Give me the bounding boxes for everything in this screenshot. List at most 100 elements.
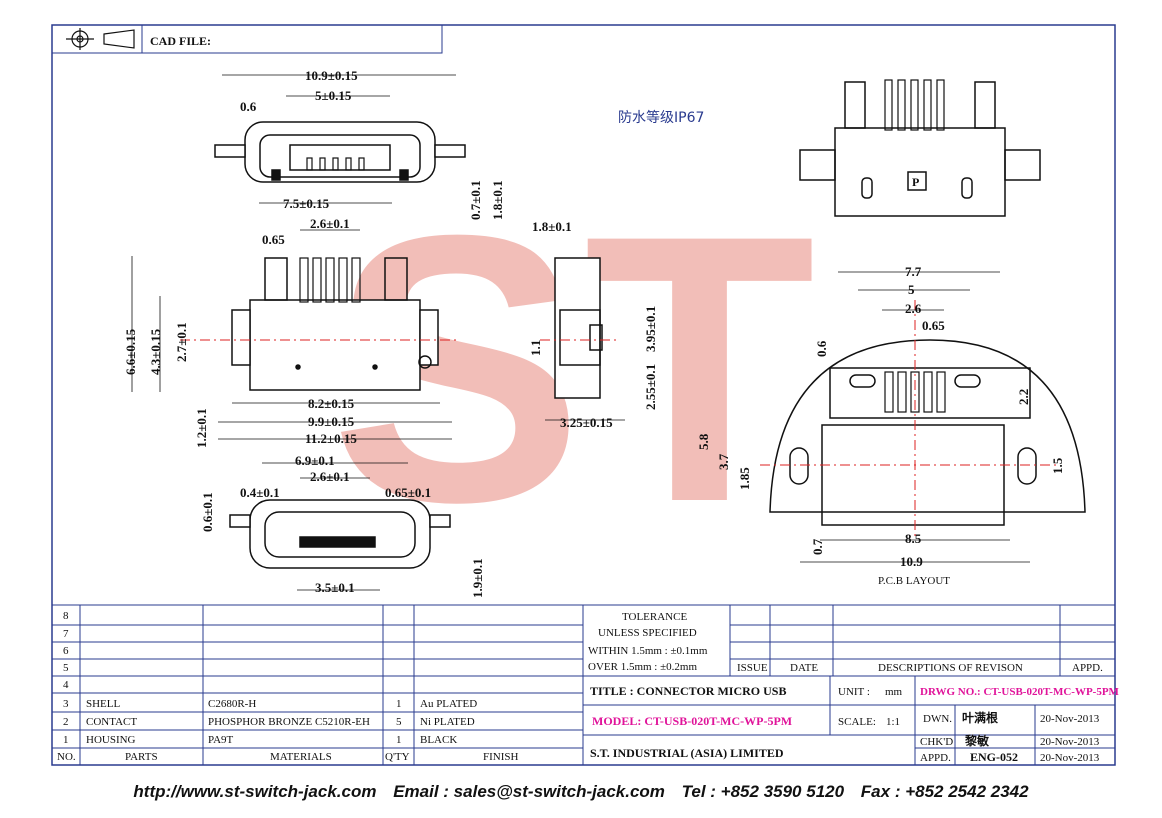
pcb-dim-1-5: 1.5 — [1050, 457, 1065, 474]
projection-symbol-icon — [66, 28, 135, 50]
svg-text:叶满根: 叶满根 — [962, 710, 998, 725]
title-block — [51, 604, 1116, 766]
drawing-number: DRWG NO.: CT-USB-020T-MC-WP-5PM — [920, 686, 1120, 698]
model-number: MODEL: CT-USB-020T-MC-WP-5PM — [592, 714, 792, 728]
svg-text:1: 1 — [396, 734, 402, 746]
contact-footer: http://www.st-switch-jack.com Email : sa… — [0, 782, 1162, 810]
iso-view — [799, 79, 1041, 217]
cad-file-header: CAD FILE: — [51, 24, 443, 54]
svg-text:7: 7 — [63, 628, 69, 640]
svg-text:DATE: DATE — [790, 662, 818, 674]
svg-text:WITHIN 1.5mm : ±0.1mm: WITHIN 1.5mm : ±0.1mm — [588, 645, 708, 657]
svg-text:DESCRIPTIONS OF REVISON: DESCRIPTIONS OF REVISON — [878, 662, 1023, 674]
front-dim-4-3: 4.3±0.15 — [148, 328, 163, 375]
scale-value: 1:1 — [886, 716, 900, 728]
company-name: S.T. INDUSTRIAL (ASIA) LIMITED — [590, 746, 784, 760]
pcb-dim-0-7: 0.7 — [810, 538, 825, 555]
front-view — [131, 202, 460, 440]
top-dim-pitch: 5±0.15 — [315, 88, 352, 103]
side-dim-1-8: 1.8±0.1 — [532, 219, 572, 234]
front-dim-8-2: 8.2±0.15 — [308, 396, 355, 411]
side-view — [540, 257, 625, 421]
svg-text:3: 3 — [63, 698, 69, 710]
svg-text:BLACK: BLACK — [420, 734, 457, 746]
front-dim-0-65: 0.65 — [262, 232, 285, 247]
svg-text:MATERIALS: MATERIALS — [270, 751, 332, 763]
pcb-dim-5: 5 — [908, 282, 915, 297]
pcb-dim-0-65: 0.65 — [922, 318, 945, 333]
side-dim-2-55: 2.55±0.1 — [643, 364, 658, 410]
svg-text:UNLESS SPECIFIED: UNLESS SPECIFIED — [598, 627, 697, 639]
top-dim-offset: 0.6 — [240, 99, 257, 114]
svg-text:1: 1 — [396, 698, 402, 710]
svg-text:HOUSING: HOUSING — [86, 734, 136, 746]
email-text: Email : sales@st-switch-jack.com — [393, 782, 665, 801]
svg-text:CHK'D: CHK'D — [920, 736, 953, 748]
front-dim-2-6: 2.6±0.1 — [310, 216, 350, 231]
website-link[interactable]: http://www.st-switch-jack.com — [133, 782, 377, 801]
bom-headers: NO. PARTS MATERIALS Q'TY FINISH — [57, 751, 519, 763]
svg-text:CONTACT: CONTACT — [86, 716, 137, 728]
fax-text: Fax : +852 2542 2342 — [860, 782, 1029, 801]
svg-text:APPD.: APPD. — [1072, 662, 1103, 674]
pcb-dim-8-5: 8.5 — [905, 531, 922, 546]
svg-text:5: 5 — [396, 716, 402, 728]
end-dim-1-9: 1.9±0.1 — [470, 558, 485, 598]
unit-value: mm — [885, 686, 903, 698]
svg-text:20-Nov-2013: 20-Nov-2013 — [1040, 736, 1100, 748]
side-dim-1-1: 1.1 — [528, 340, 543, 356]
svg-text:NO.: NO. — [57, 751, 76, 763]
top-dim-h1: 0.7±0.1 — [468, 180, 483, 220]
top-dim-h2: 1.8±0.1 — [490, 180, 505, 220]
svg-text:PARTS: PARTS — [125, 751, 158, 763]
front-dim-6-6: 6.6±0.15 — [123, 328, 138, 375]
svg-text:4: 4 — [63, 679, 69, 691]
unit-label: UNIT : — [838, 686, 870, 698]
svg-text:黎敏: 黎敏 — [965, 733, 990, 748]
svg-text:PHOSPHOR BRONZE C5210R-EH: PHOSPHOR BRONZE C5210R-EH — [208, 716, 370, 728]
end-dim-2-6: 2.6±0.1 — [310, 469, 350, 484]
pcb-layout-title: P.C.B LAYOUT — [878, 575, 950, 587]
end-dim-3-5: 3.5±0.1 — [315, 580, 355, 595]
front-dim-9-9: 9.9±0.15 — [308, 414, 355, 429]
bom-row-shell: 3 SHELL C2680R-H 1 Au PLATED — [63, 698, 477, 710]
svg-text:Au PLATED: Au PLATED — [420, 698, 477, 710]
bom-row-housing: 1 HOUSING PA9T 1 BLACK — [63, 734, 457, 746]
svg-text:20-Nov-2013: 20-Nov-2013 — [1040, 752, 1100, 764]
end-view — [229, 462, 451, 591]
pcb-dim-2-2: 2.2 — [1016, 389, 1031, 405]
svg-text:6: 6 — [63, 645, 69, 657]
bom-row-contact: 2 CONTACT PHOSPHOR BRONZE C5210R-EH 5 Ni… — [63, 716, 475, 728]
pcb-dim-0-6: 0.6 — [814, 340, 829, 357]
drawing-title: TITLE : CONNECTOR MICRO USB — [590, 684, 786, 698]
front-dim-11-2: 11.2±0.15 — [305, 431, 357, 446]
svg-text:8: 8 — [63, 610, 69, 622]
approval-rows: DWN. 叶满根 20-Nov-2013 CHK'D 黎敏 20-Nov-201… — [920, 710, 1100, 764]
front-dim-7-5: 7.5±0.15 — [283, 196, 330, 211]
svg-text:ENG-052: ENG-052 — [970, 750, 1018, 764]
top-view — [214, 74, 466, 183]
top-dim-width: 10.9±0.15 — [305, 68, 358, 83]
pcb-dim-7-7: 7.7 — [905, 264, 922, 279]
pcb-dim-3-7: 3.7 — [716, 453, 731, 470]
svg-text:C2680R-H: C2680R-H — [208, 698, 256, 710]
cad-file-label: CAD FILE: — [150, 34, 211, 48]
end-dim-0-6: 0.6±0.1 — [200, 492, 215, 532]
pcb-dim-2-6: 2.6 — [905, 301, 922, 316]
svg-text:TOLERANCE: TOLERANCE — [622, 611, 687, 623]
svg-text:5: 5 — [63, 662, 69, 674]
pcb-dim-10-9: 10.9 — [900, 554, 923, 569]
svg-text:20-Nov-2013: 20-Nov-2013 — [1040, 713, 1100, 725]
svg-text:Q'TY: Q'TY — [385, 751, 410, 763]
front-dim-2-7: 2.7±0.1 — [174, 322, 189, 362]
scale-label: SCALE: — [838, 716, 876, 728]
pcb-dim-1-85: 1.85 — [737, 467, 752, 490]
bom-row-numbers: 8 7 6 5 4 — [63, 610, 69, 691]
end-dim-6-9: 6.9±0.1 — [295, 453, 335, 468]
tolerance-block: TOLERANCE UNLESS SPECIFIED WITHIN 1.5mm … — [588, 611, 708, 673]
end-dim-0-4: 0.4±0.1 — [240, 485, 280, 500]
waterproof-note: 防水等级IP67 — [618, 109, 704, 126]
svg-text:Ni PLATED: Ni PLATED — [420, 716, 475, 728]
end-dim-0-65: 0.65±0.1 — [385, 485, 431, 500]
